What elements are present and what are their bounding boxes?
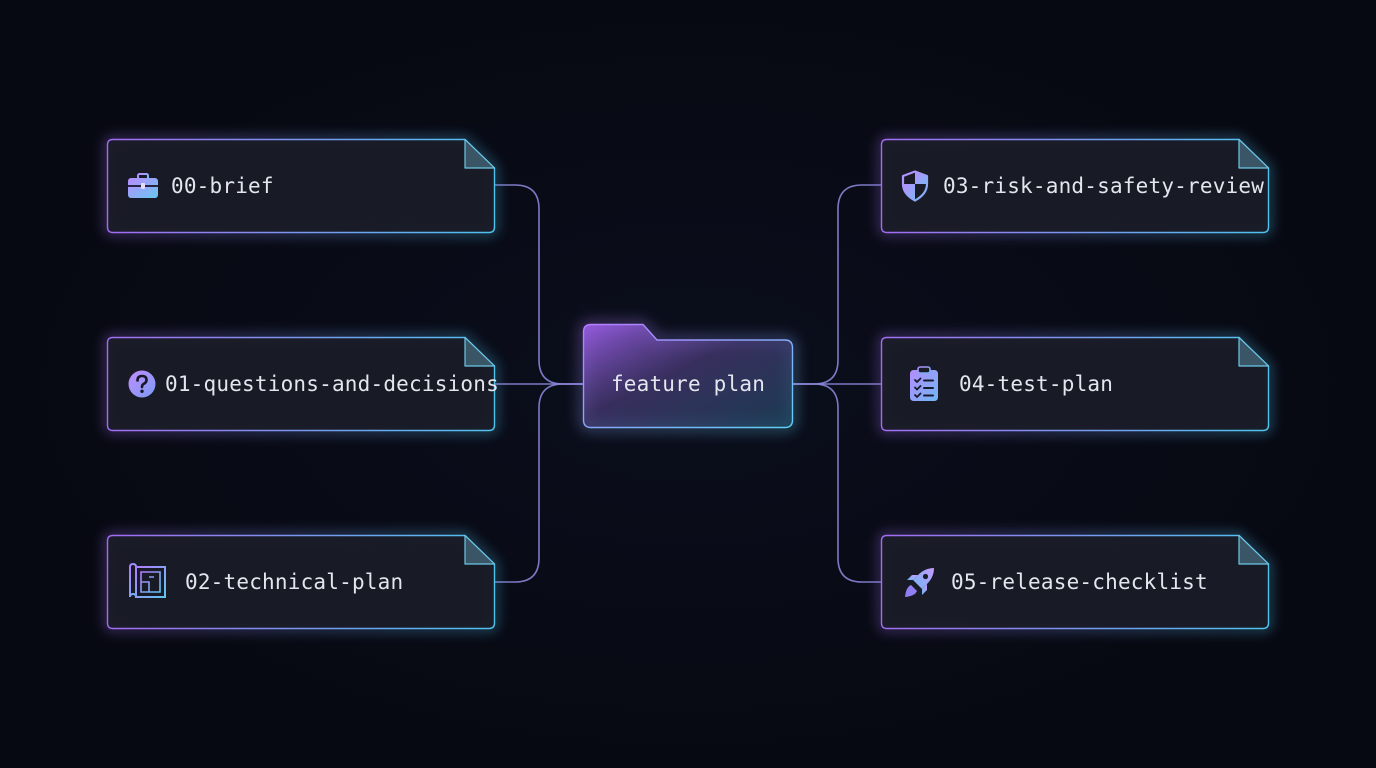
root-folder-node[interactable]: feature plan <box>580 321 796 431</box>
file-node-05-release-checklist[interactable]: 05-release-checklist <box>879 533 1271 631</box>
connector-00-brief <box>494 184 584 385</box>
file-card-frame <box>105 335 497 433</box>
folder-icon <box>580 321 796 431</box>
file-label: 01-questions-and-decisions <box>165 372 499 396</box>
rocket-icon <box>903 566 937 598</box>
file-node-00-brief[interactable]: 00-brief <box>105 137 497 235</box>
file-label: 04-test-plan <box>959 372 1114 396</box>
file-node-02-technical-plan[interactable]: 02-technical-plan <box>105 533 497 631</box>
root-folder-label: feature plan <box>610 372 766 396</box>
shield-icon <box>901 170 929 202</box>
connector-02-technical <box>494 383 584 583</box>
connector-03-risk <box>792 184 882 385</box>
checklist-clipboard-icon <box>907 366 941 401</box>
question-circle-icon <box>127 368 157 400</box>
file-label: 02-technical-plan <box>185 570 404 594</box>
file-label: 00-brief <box>171 174 274 198</box>
file-label: 05-release-checklist <box>951 570 1208 594</box>
file-node-01-questions-and-decisions[interactable]: 01-questions-and-decisions <box>105 335 499 433</box>
file-card-frame <box>879 137 1271 235</box>
connector-05-release <box>792 383 882 583</box>
file-card-frame <box>105 533 497 631</box>
file-card-frame <box>879 533 1271 631</box>
file-card-frame <box>105 137 497 235</box>
file-node-04-test-plan[interactable]: 04-test-plan <box>879 335 1271 433</box>
file-card-frame <box>879 335 1271 433</box>
blueprint-icon <box>127 563 167 598</box>
file-label: 03-risk-and-safety-review <box>943 174 1265 198</box>
file-node-03-risk-and-safety-review[interactable]: 03-risk-and-safety-review <box>879 137 1271 235</box>
briefcase-icon <box>127 170 159 202</box>
